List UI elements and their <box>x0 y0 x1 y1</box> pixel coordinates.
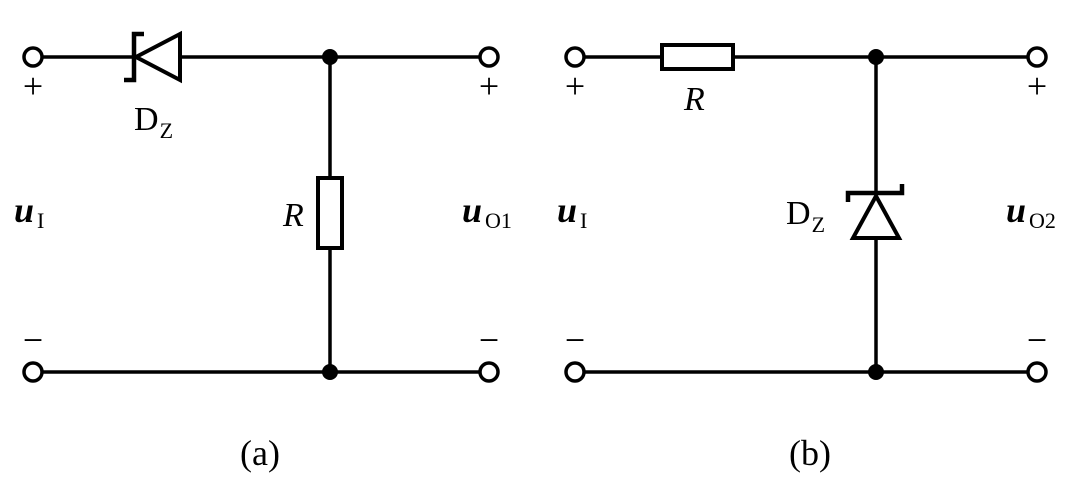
caption-b: (b) <box>789 433 831 473</box>
zener-diode-a-triangle <box>131 30 182 84</box>
junction-b-top <box>868 49 884 65</box>
output-minus-sign-a: − <box>479 320 499 360</box>
junction-a-bottom <box>322 364 338 380</box>
resistor-b <box>660 43 735 71</box>
junction-a-top <box>322 49 338 65</box>
resistor-label-b: R <box>683 81 705 118</box>
terminal-b-input-top <box>564 46 586 68</box>
diode-label-a-sub: Z <box>160 118 173 143</box>
zener-diode-b-cathode-bar <box>845 184 905 202</box>
zener-diode-a <box>124 30 182 84</box>
diode-label-a-main: D <box>134 101 159 138</box>
terminal-b-output-top <box>1026 46 1048 68</box>
caption-a: (a) <box>240 433 280 473</box>
zener-diode-b <box>845 184 905 240</box>
terminal-a-output-bottom <box>478 361 500 383</box>
input-minus-sign-a: − <box>23 320 43 360</box>
output-minus-sign-b: − <box>1027 320 1047 360</box>
output-voltage-a-sub: O1 <box>485 208 512 233</box>
diode-label-a: DZ <box>134 101 173 143</box>
resistor-label-a: R <box>282 197 304 234</box>
input-plus-sign-a: + <box>23 66 43 106</box>
output-plus-sign-b: + <box>1027 66 1047 106</box>
terminal-a-input-top <box>22 46 44 68</box>
input-voltage-a-sub: I <box>37 208 44 233</box>
resistor-a <box>316 176 344 250</box>
input-voltage-b-sub: I <box>580 208 587 233</box>
input-voltage-a-var: u <box>14 190 34 230</box>
diode-label-b: DZ <box>786 195 825 237</box>
input-plus-sign-b: + <box>565 66 585 106</box>
output-voltage-b-var: u <box>1006 190 1026 230</box>
junction-b-bottom <box>868 364 884 380</box>
terminal-b-input-bottom <box>564 361 586 383</box>
input-minus-sign-b: − <box>565 320 585 360</box>
output-voltage-b-sub: O2 <box>1029 208 1056 233</box>
zener-diode-a-cathode-bar <box>124 31 144 83</box>
terminal-a-input-bottom <box>22 361 44 383</box>
output-voltage-a-var: u <box>462 190 482 230</box>
zener-diode-b-triangle <box>849 191 903 240</box>
diode-label-b-main: D <box>786 195 811 232</box>
input-voltage-b-var: u <box>557 190 577 230</box>
terminal-b-output-bottom <box>1026 361 1048 383</box>
terminal-a-output-top <box>478 46 500 68</box>
diode-label-b-sub: Z <box>812 212 825 237</box>
output-plus-sign-a: + <box>479 66 499 106</box>
